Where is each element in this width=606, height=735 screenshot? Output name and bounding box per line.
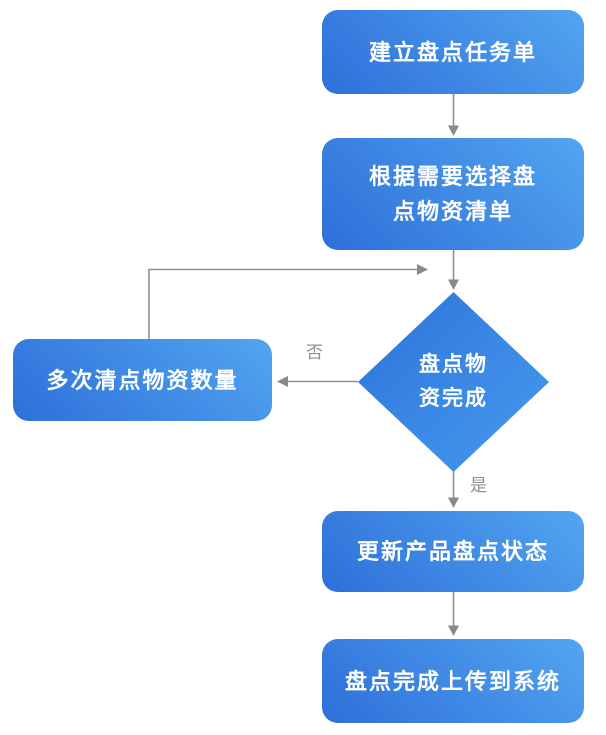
node-select-list: 根据需要选择盘 点物资清单 xyxy=(322,138,584,250)
node-update-status-label: 更新产品盘点状态 xyxy=(356,539,549,564)
edge-recount-loopback xyxy=(148,264,428,339)
node-create-task-label: 建立盘点任务单 xyxy=(368,39,537,65)
node-recount-label: 多次清点物资数量 xyxy=(46,367,239,393)
node-update-status: 更新产品盘点状态 xyxy=(322,511,584,592)
node-decision-label: 盘点物 资完成 xyxy=(419,353,488,410)
node-select-list-label: 根据需要选择盘 点物资清单 xyxy=(368,164,537,224)
node-recount-materials: 多次清点物资数量 xyxy=(13,339,272,421)
node-create-task: 建立盘点任务单 xyxy=(322,10,584,94)
edge-label-yes: 是 xyxy=(470,476,487,495)
edge-select-to-decision xyxy=(448,250,459,290)
edge-decision-to-update xyxy=(448,470,459,508)
edge-update-to-upload xyxy=(448,592,459,636)
node-upload-system-label: 盘点完成上传到系统 xyxy=(344,668,561,694)
node-upload-system: 盘点完成上传到系统 xyxy=(322,639,584,723)
edge-decision-to-recount xyxy=(277,376,358,387)
edge-create-to-select xyxy=(448,94,459,136)
edge-label-no: 否 xyxy=(306,343,323,362)
node-decision-inventory-done: 盘点物 资完成 xyxy=(358,292,549,472)
